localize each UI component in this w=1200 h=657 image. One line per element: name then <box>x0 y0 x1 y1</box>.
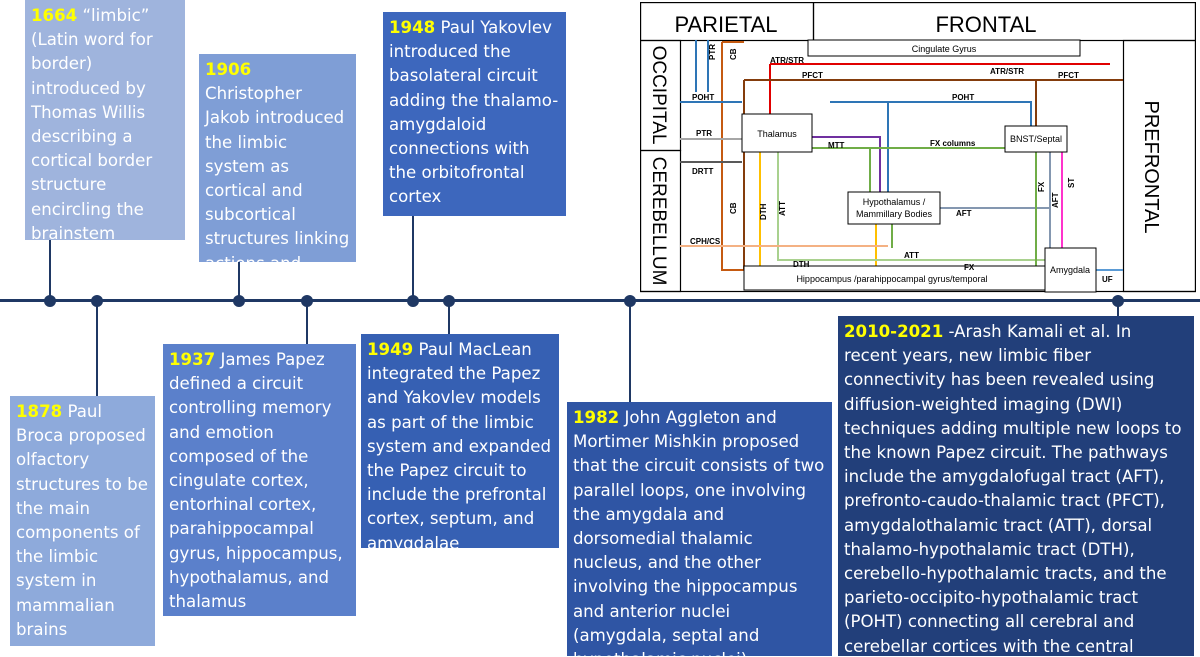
timeline-stem <box>412 216 414 302</box>
timeline-stem <box>448 302 450 334</box>
tract-att-label: ATT <box>778 201 787 216</box>
tract-atr-label: ATR/STR <box>770 56 804 65</box>
node-hypothalamus-label-1: Hypothalamus / <box>863 197 926 207</box>
region-cerebellum-label: CEREBELLUM <box>648 157 669 286</box>
node-hippocampus-label: Hippocampus /parahippocampal gyrus/tempo… <box>796 274 987 284</box>
event-text: “limbic” (Latin word for border) introdu… <box>31 6 153 240</box>
event-year: 1949 <box>367 340 414 359</box>
tract-uf-label: UF <box>1102 275 1113 284</box>
tract-pfct-label-2: PFCT <box>1058 71 1079 80</box>
tract-poht-line <box>680 101 1032 198</box>
event-year: 1982 <box>573 408 620 427</box>
event-1949: 1949 Paul MacLean integrated the Papez a… <box>361 334 559 548</box>
tract-pfct-line <box>743 79 1123 270</box>
timeline-dot <box>624 295 636 307</box>
node-amygdala-label: Amygdala <box>1050 265 1090 275</box>
node-thalamus <box>741 113 813 153</box>
event-text: Paul MacLean integrated the Papez and Ya… <box>367 340 551 548</box>
tract-dth-label: DTH <box>759 203 768 220</box>
tract-cb-label: CB <box>729 48 738 60</box>
event-text: Paul Yakovlev introduced the basolateral… <box>389 18 559 207</box>
event-year: 1948 <box>389 18 436 37</box>
tract-fxcol-label: FX columns <box>930 139 976 148</box>
region-cerebellum <box>640 149 682 293</box>
region-prefrontal-label: PREFRONTAL <box>1140 101 1162 234</box>
tract-ptr-gray-label: PTR <box>696 129 712 138</box>
region-frontal-label: FRONTAL <box>935 12 1036 37</box>
event-year: 2010-2021 <box>844 322 944 341</box>
event-text: Paul Broca proposed olfactory structures… <box>16 402 148 639</box>
timeline-dot <box>91 295 103 307</box>
event-year: 1878 <box>16 402 63 421</box>
timeline-stem <box>96 302 98 396</box>
tract-ptr-line <box>695 40 709 92</box>
timeline-stem <box>306 302 308 344</box>
node-bnst <box>1004 125 1068 153</box>
tract-pfct-label: PFCT <box>802 71 823 80</box>
timeline-axis <box>0 299 1200 302</box>
tract-cb-label-2: CB <box>729 202 738 214</box>
event-2010-2021: 2010-2021 -Arash Kamali et al. In recent… <box>838 316 1194 656</box>
tract-att-label-2: ATT <box>904 251 919 260</box>
tract-aft-label-2: AFT <box>1051 192 1060 208</box>
tract-cb-line <box>721 41 745 271</box>
tract-fx-label: FX <box>1037 181 1046 192</box>
node-hypothalamus <box>847 191 941 225</box>
node-hippocampus <box>743 265 1095 291</box>
tract-dth-label-2: DTH <box>793 260 810 269</box>
timeline-dot <box>407 295 419 307</box>
tract-mtt-line <box>812 136 881 192</box>
timeline-dot <box>44 295 56 307</box>
event-text: Christopher Jakob introduced the limbic … <box>205 84 350 262</box>
timeline-stem <box>49 240 51 302</box>
tract-att-line <box>777 152 1060 261</box>
region-occipital-label: OCCIPITAL <box>648 46 669 145</box>
event-1948: 1948 Paul Yakovlev introduced the basola… <box>383 12 566 216</box>
event-text: -Arash Kamali et al. In recent years, ne… <box>844 322 1182 656</box>
event-1664: 1664 “limbic” (Latin word for border) in… <box>25 0 185 240</box>
event-text: John Aggleton and Mortimer Mishkin propo… <box>573 408 825 656</box>
region-prefrontal <box>1122 39 1196 293</box>
timeline-dot <box>233 295 245 307</box>
tract-drtt-label: DRTT <box>692 167 713 176</box>
tract-mtt-label: MTT <box>828 141 845 150</box>
event-1906: 1906 Christopher Jakob introduced the li… <box>199 54 356 262</box>
event-year: 1664 <box>31 6 78 25</box>
event-year: 1937 <box>169 350 216 369</box>
node-thalamus-label: Thalamus <box>757 129 797 139</box>
node-bnst-label: BNST/Septal <box>1010 134 1062 144</box>
tract-fx-label-2: FX <box>964 263 975 272</box>
timeline-stem <box>1117 302 1119 316</box>
timeline-dot <box>1112 295 1124 307</box>
tract-ptr-label: PTR <box>708 44 717 60</box>
timeline-stem <box>238 262 240 302</box>
node-hypothalamus-label-2: Mammillary Bodies <box>856 209 933 219</box>
event-1982: 1982 John Aggleton and Mortimer Mishkin … <box>567 402 832 656</box>
event-1878: 1878 Paul Broca proposed olfactory struc… <box>10 396 155 646</box>
tract-aft-label: AFT <box>956 209 972 218</box>
timeline-dot <box>443 295 455 307</box>
region-parietal-label: PARIETAL <box>674 12 777 37</box>
tract-st-label: ST <box>1067 178 1076 188</box>
tract-poht-label: POHT <box>692 93 714 102</box>
limbic-circuit-diagram: PARIETAL FRONTAL OCCIPITAL CEREBELLUM PR… <box>640 2 1196 293</box>
tract-atr-label-2: ATR/STR <box>990 67 1024 76</box>
event-year: 1906 <box>205 60 252 79</box>
node-cingulate <box>807 39 1081 57</box>
tract-aft-line <box>940 152 1051 248</box>
event-1937: 1937 James Papez defined a circuit contr… <box>163 344 356 616</box>
tract-atr-line <box>769 63 1110 122</box>
tract-poht-label-2: POHT <box>952 93 974 102</box>
node-amygdala <box>1044 247 1097 293</box>
event-text: James Papez defined a circuit controllin… <box>169 350 343 612</box>
timeline-dot <box>301 295 313 307</box>
timeline-stem <box>629 302 631 402</box>
node-cingulate-label: Cingulate Gyrus <box>912 44 977 54</box>
tract-cphcs-label: CPH/CS <box>690 237 721 246</box>
